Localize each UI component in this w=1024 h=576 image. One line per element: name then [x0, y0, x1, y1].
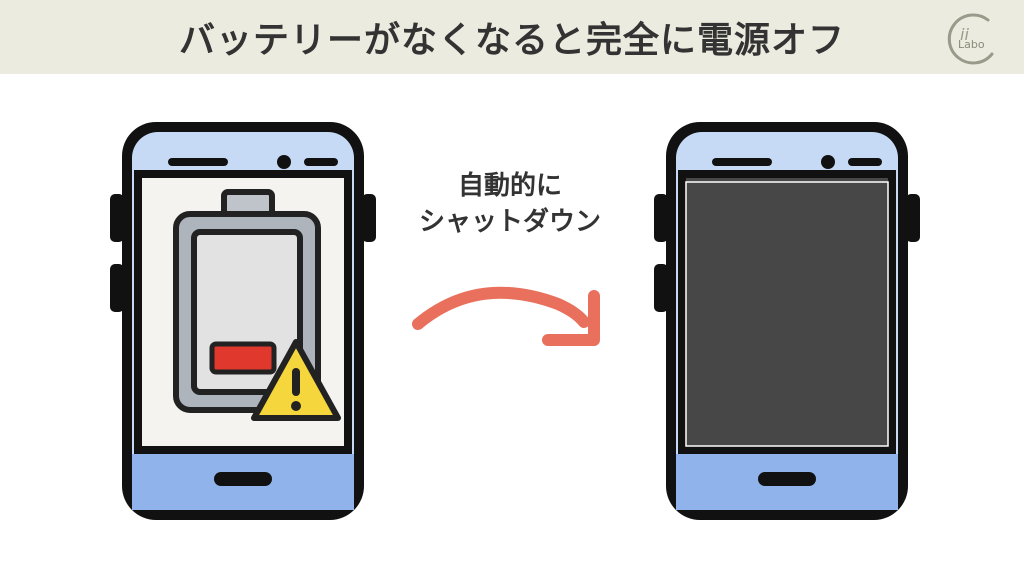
phone-powered-off	[654, 122, 920, 520]
logo-text: Labo	[958, 38, 985, 51]
shutdown-caption: 自動的に シャットダウン	[390, 168, 630, 240]
caption-line-1: 自動的に	[457, 171, 562, 201]
caption-line-2: シャットダウン	[418, 207, 601, 237]
curved-arrow-icon	[412, 286, 600, 346]
header-bar	[0, 0, 1024, 74]
phone-low-battery	[110, 122, 376, 520]
svg-text:ii: ii	[960, 25, 969, 44]
chii-labo-logo: ii	[947, 13, 994, 65]
page-title: バッテリーがなくなると完全に電源オフ	[178, 20, 845, 61]
warning-icon	[251, 339, 341, 421]
